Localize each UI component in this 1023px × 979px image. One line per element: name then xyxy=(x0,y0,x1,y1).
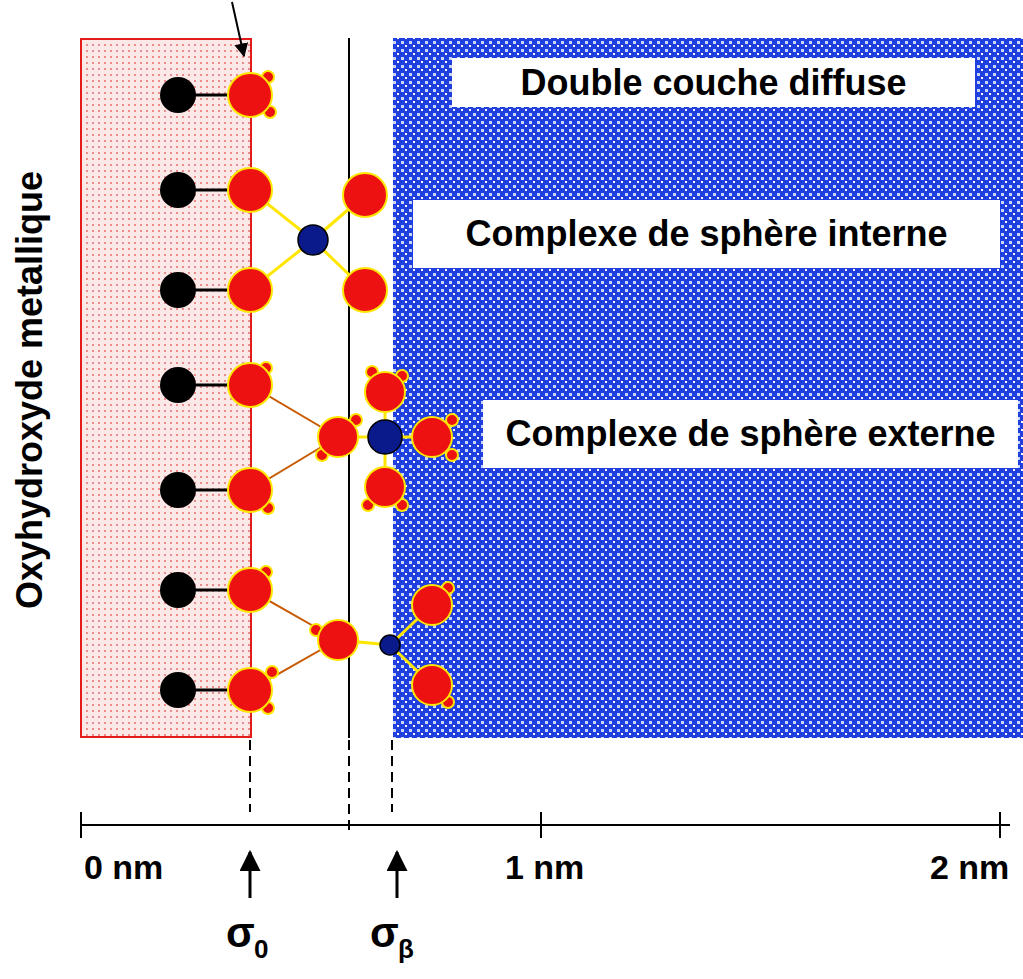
axis-tick xyxy=(540,812,542,838)
oxygen-atom xyxy=(228,73,272,117)
charge-subscript: β xyxy=(398,936,414,962)
axis-tick xyxy=(999,812,1001,838)
adsorbed-ion xyxy=(380,635,400,655)
axis-tick xyxy=(80,812,82,838)
metal-atom xyxy=(160,172,196,208)
oxide-region xyxy=(81,39,251,737)
oxygen-atom xyxy=(412,665,452,705)
oxygen-atom xyxy=(318,620,358,660)
pointer-arrow xyxy=(232,2,244,56)
oxygen-atom xyxy=(228,363,272,407)
layer-label: Double couche diffuse xyxy=(452,58,975,107)
region-label: Oxyhydroxyde metallique xyxy=(9,171,50,609)
axis-label: 2 nm xyxy=(930,850,1009,884)
plane-dash xyxy=(391,740,393,812)
metal-atom xyxy=(160,472,196,508)
adsorbed-ion xyxy=(298,225,328,255)
metal-atom xyxy=(160,272,196,308)
oxygen-atom xyxy=(228,268,272,312)
diffuse-layer-region: Double couche diffuseComplexe de sphère … xyxy=(393,38,1023,738)
oxygen-atom xyxy=(228,568,272,612)
axis-label: 0 nm xyxy=(84,850,163,884)
metal-atom xyxy=(160,572,196,608)
axis-label: 1 nm xyxy=(505,850,584,884)
oxygen-atom xyxy=(228,668,272,712)
plane-dash xyxy=(249,740,251,812)
atoms xyxy=(160,71,458,714)
oxygen-atom xyxy=(228,168,272,212)
oxygen-atom xyxy=(318,417,358,457)
axis-line xyxy=(80,824,1010,826)
plane-dash xyxy=(348,740,350,832)
metal-atom xyxy=(160,367,196,403)
oxygen-atom xyxy=(412,417,452,457)
oxygen-atom xyxy=(228,468,272,512)
diffuse-layer-region xyxy=(393,38,1023,738)
charge-symbol: σ xyxy=(226,912,255,954)
metal-atom xyxy=(160,77,196,113)
oxygen-atom xyxy=(412,585,452,625)
plane-arrow xyxy=(249,852,252,898)
label-box: Complexe de sphère interne xyxy=(413,200,1000,268)
oxygen-atom xyxy=(343,268,387,312)
plane-arrow xyxy=(396,852,399,898)
oxide-region: Oxyhydroxyde metallique xyxy=(80,38,252,738)
oxygen-atom xyxy=(343,173,387,217)
metal-atom xyxy=(160,672,196,708)
complex-label: Complexe de sphère interne xyxy=(465,213,947,254)
complex-label: Complexe de sphère externe xyxy=(505,413,995,454)
label-box: Complexe de sphère externe xyxy=(483,400,1018,468)
adsorbed-ion xyxy=(368,420,402,454)
oxygen-atom xyxy=(365,372,405,412)
charge-subscript: 0 xyxy=(254,936,268,962)
oxygen-atom xyxy=(365,467,405,507)
charge-symbol: σ xyxy=(370,912,399,954)
